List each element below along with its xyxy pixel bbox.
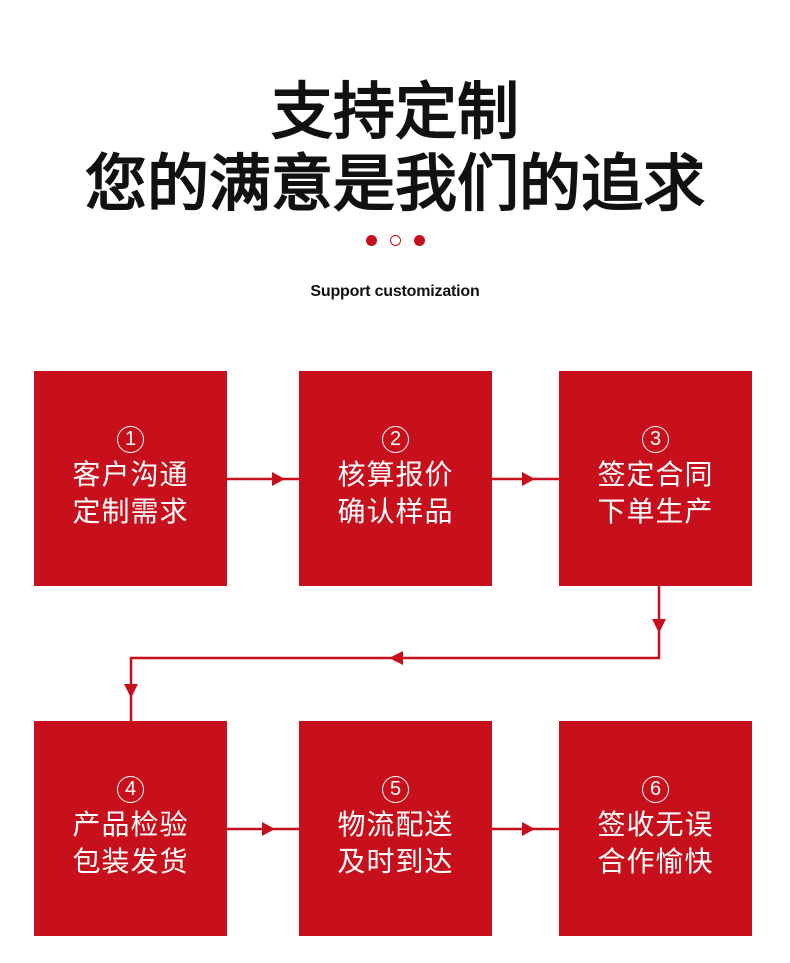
step-box-4: 4 产品检验 包装发货 [34,721,227,936]
step-number-2: 2 [382,426,409,453]
dot-filled-left [365,235,377,246]
step-1-line2: 定制需求 [72,495,189,528]
step-4-line1: 产品检验 [72,808,189,841]
step-6-line1: 签收无误 [597,808,714,841]
arrowhead-4-5 [262,822,275,836]
step-3-line2: 下单生产 [597,495,714,528]
step-number-3: 3 [642,426,669,453]
arrowhead-3-left [389,651,403,665]
arrowhead-5-6 [522,822,535,836]
arrowhead-3-down [652,619,666,633]
step-3-line1: 签定合同 [597,458,714,491]
page-tagline: 您的满意是我们的追求 [84,147,705,220]
step-box-3: 3 签定合同 下单生产 [559,371,752,586]
connector-3-4 [129,586,661,721]
step-5-line1: 物流配送 [337,808,454,841]
step-number-6: 6 [642,776,669,803]
step-2-line1: 核算报价 [337,458,454,491]
decorative-dots [0,235,790,246]
step-box-6: 6 签收无误 合作愉快 [559,721,752,936]
page-title: 支持定制 [270,75,519,148]
step-box-1: 1 客户沟通 定制需求 [34,371,227,586]
step-2-line2: 确认样品 [337,495,454,528]
arrowhead-2-3 [522,472,535,486]
page-subtitle: Support customization [310,283,480,300]
step-number-1: 1 [117,426,144,453]
step-number-5: 5 [382,776,409,803]
dot-filled-right [413,235,425,246]
step-box-5: 5 物流配送 及时到达 [299,721,492,936]
step-1-line1: 客户沟通 [72,458,189,491]
arrowhead-1-2 [272,472,285,486]
step-4-line2: 包装发货 [72,845,189,878]
step-6-line2: 合作愉快 [597,845,714,878]
step-5-line2: 及时到达 [337,845,454,878]
step-number-4: 4 [117,776,144,803]
arrowhead-4-down [124,684,138,698]
step-box-2: 2 核算报价 确认样品 [299,371,492,586]
dot-hollow-center [389,235,401,246]
